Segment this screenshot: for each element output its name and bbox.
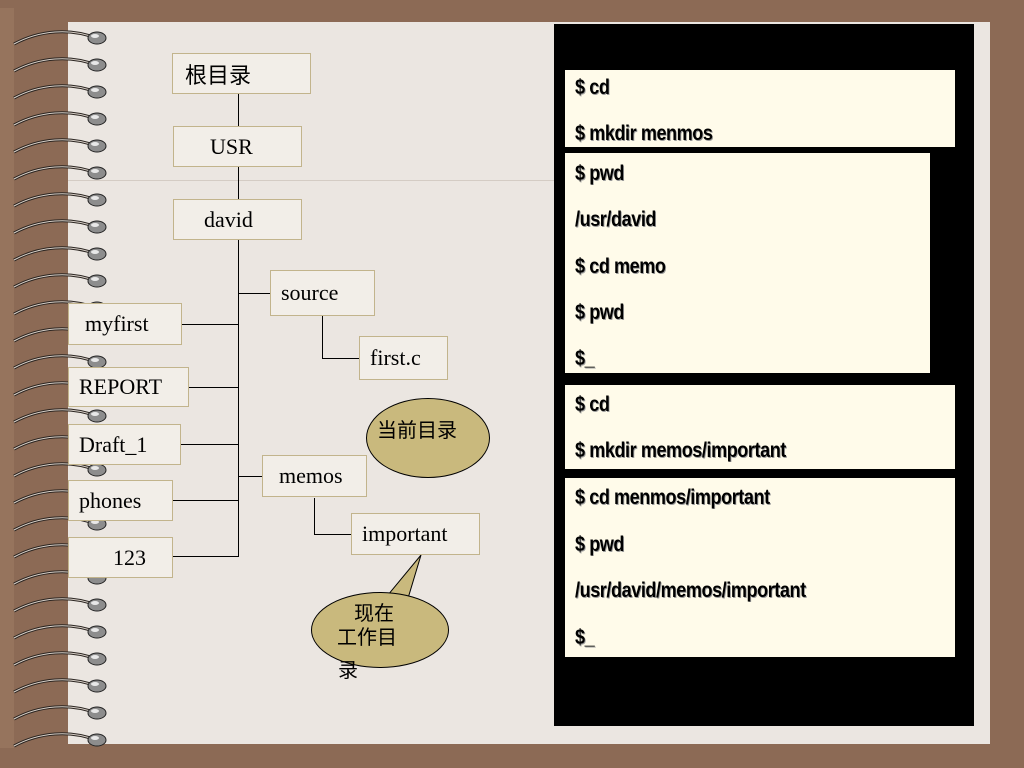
spiral-ring [13, 462, 107, 478]
spiral-ring [13, 651, 107, 667]
spiral-ring [13, 138, 107, 154]
panel4-line1: $ cd menmos/important [575, 486, 770, 509]
connector-draft [181, 444, 238, 445]
panel3-line2: $ mkdir memos/important [575, 439, 786, 462]
node-123: 123 [68, 537, 173, 578]
spiral-ring [13, 165, 107, 181]
panel4-line4: $_ [575, 626, 595, 649]
spiral-ring [13, 111, 107, 127]
spiral-ring [13, 246, 107, 262]
node-root-label: 根目录 [185, 62, 252, 88]
node-important-label: important [362, 521, 448, 546]
node-phones: phones [68, 480, 173, 521]
node-david-label: david [204, 206, 253, 232]
node-first-c: first.c [359, 336, 448, 380]
panel2-line2: /usr/david [575, 208, 657, 231]
panel2-line3: $ cd memo [575, 255, 666, 278]
paper-guide-line [68, 180, 558, 181]
node-root: 根目录 [172, 53, 311, 94]
working-dir-text: 现在 工作目 [337, 602, 397, 650]
node-123-label: 123 [113, 544, 146, 570]
panel3-line1: $ cd [575, 393, 610, 416]
connector-source [238, 293, 270, 294]
panel1-line1: $ cd [575, 76, 610, 99]
panel4-line2: $ pwd [575, 533, 625, 556]
connector-phones [173, 500, 238, 501]
node-myfirst: myfirst [68, 303, 182, 345]
current-dir-bubble: 当前目录 [366, 398, 490, 478]
spiral-ring [13, 678, 107, 694]
working-dir-line1: 现在 [354, 603, 394, 625]
node-source: source [270, 270, 375, 316]
binding-edge [0, 8, 14, 748]
connector-david-trunk [238, 239, 239, 557]
panel1-line2: $ mkdir menmos [575, 122, 713, 145]
connector-important [314, 534, 351, 535]
connector-memos [238, 476, 262, 477]
current-dir-text: 当前目录 [377, 420, 457, 442]
working-dir-bubble [311, 592, 449, 668]
node-phones-label: phones [79, 487, 142, 513]
node-myfirst-label: myfirst [85, 311, 149, 336]
node-usr: USR [173, 126, 302, 167]
spiral-ring [13, 732, 107, 748]
terminal-panel-3: $ cd $ mkdir memos/important [564, 384, 956, 470]
spiral-ring [13, 57, 107, 73]
node-source-label: source [281, 280, 339, 305]
connector-root-usr [238, 94, 239, 126]
working-dir-line2: 工作目 [337, 627, 397, 649]
connector-123 [173, 556, 238, 557]
connector-firstc [322, 358, 359, 359]
node-memos: memos [262, 455, 367, 497]
terminal-panel-2: $ pwd /usr/david $ cd memo $ pwd $_ [564, 152, 931, 374]
node-important: important [351, 513, 480, 555]
node-draft-label: Draft_1 [79, 431, 148, 457]
node-first-c-label: first.c [370, 345, 421, 370]
panel2-line5: $_ [575, 347, 595, 370]
node-david: david [173, 199, 302, 240]
spiral-ring [13, 84, 107, 100]
panel2-line1: $ pwd [575, 162, 625, 185]
spiral-ring [13, 273, 107, 289]
panel4-line3: /usr/david/memos/important [575, 579, 806, 602]
connector-myfirst [182, 324, 238, 325]
working-dir-line3: 录 [338, 660, 358, 682]
connector-usr-david [238, 166, 239, 199]
spiral-ring [13, 705, 107, 721]
spiral-ring [13, 408, 107, 424]
spiral-ring [13, 597, 107, 613]
connector-report [189, 387, 238, 388]
connector-memos-down [314, 498, 315, 534]
node-memos-label: memos [279, 463, 343, 488]
spiral-ring [13, 30, 107, 46]
node-report: REPORT [68, 367, 189, 407]
node-usr-label: USR [210, 133, 253, 159]
spiral-ring [13, 354, 107, 370]
panel2-line4: $ pwd [575, 301, 625, 324]
node-report-label: REPORT [79, 374, 163, 399]
spiral-ring [13, 219, 107, 235]
connector-source-down [322, 316, 323, 358]
callout-tail-join [385, 598, 411, 614]
spiral-ring [13, 192, 107, 208]
spiral-ring [13, 624, 107, 640]
node-draft: Draft_1 [68, 424, 181, 465]
terminal-panel-4: $ cd menmos/important $ pwd /usr/david/m… [564, 477, 956, 658]
terminal-panel-1: $ cd $ mkdir menmos [564, 69, 956, 148]
